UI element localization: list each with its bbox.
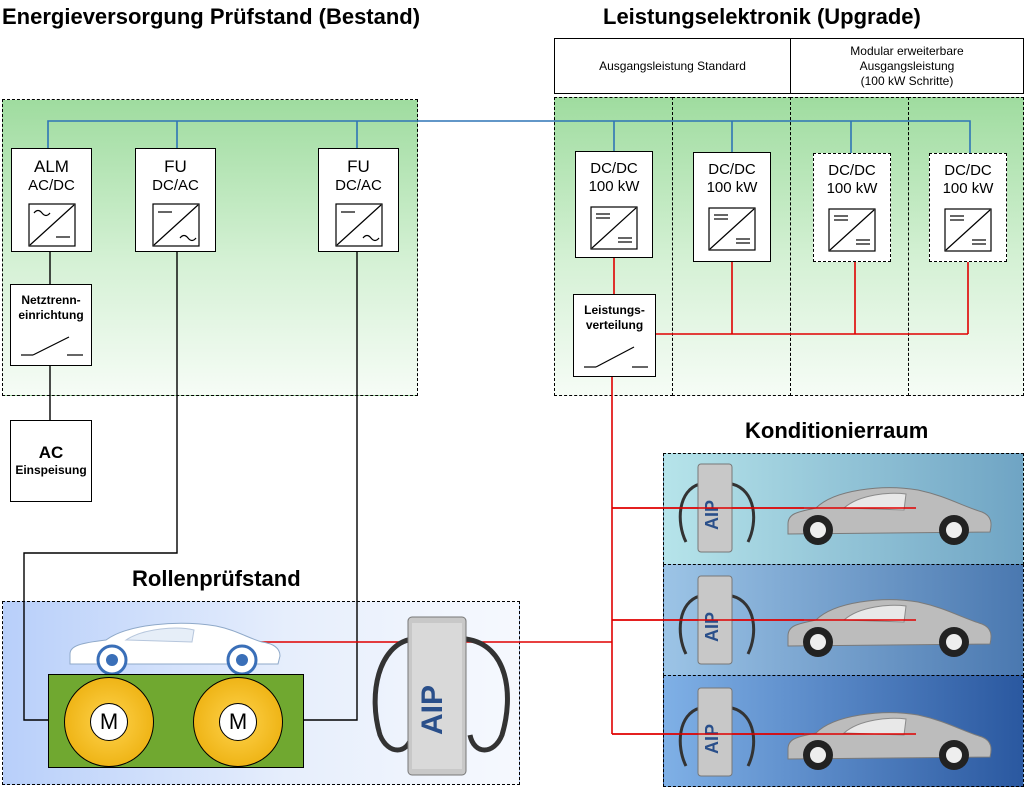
dcdc-2-type: DC/DC [708, 161, 756, 178]
svg-text:AIP: AIP [702, 612, 722, 642]
dcdc-2-power: 100 kW [706, 179, 758, 196]
disconnect-line-2: einrichtung [18, 308, 84, 322]
line-fu1-to-motor1 [23, 252, 178, 721]
grey-car-icon [787, 712, 992, 770]
svg-text:AIP: AIP [702, 500, 722, 530]
switch-icon [21, 336, 83, 356]
dcac-converter-icon [335, 203, 383, 247]
switch-icon [584, 346, 648, 368]
header-modular-line-3: (100 kW Schritte) [860, 73, 954, 88]
dcdc-3-type: DC/DC [828, 162, 876, 179]
line-fu2-to-motor2 [302, 252, 358, 721]
fu2-name: FU [347, 157, 370, 176]
title-conditioning-room: Konditionierraum [745, 418, 929, 443]
fu1-converter: FU DC/AC [135, 148, 216, 252]
black-power-lines [23, 252, 358, 721]
header-modular-line-1: Modular erweiterbare [850, 43, 964, 58]
large-charger-icon: AIP [372, 616, 510, 776]
fu1-type: DC/AC [152, 177, 199, 194]
dc-bus-lines [47, 120, 971, 153]
dcdc-1-power: 100 kW [588, 178, 640, 195]
dcdc-4-type: DC/DC [944, 162, 992, 179]
grey-car-icon [787, 487, 992, 545]
title-dyno: Rollenprüfstand [132, 566, 301, 591]
motor-1-label: M [90, 703, 128, 741]
dcdc-converter-icon [708, 207, 756, 251]
fu1-name: FU [164, 157, 187, 176]
header-modular-line-2: Ausgangsleistung [859, 58, 955, 73]
dcac-converter-icon [152, 203, 200, 247]
disconnect-line-1: Netztrenn- [21, 293, 81, 307]
svg-text:AIP: AIP [416, 685, 449, 735]
svg-text:AIP: AIP [702, 724, 722, 754]
power-bay-4 [908, 97, 1024, 396]
ac-feed-box: AC Einspeisung [10, 420, 92, 502]
dcdc-converter-icon [590, 206, 638, 250]
alm-converter: ALM AC/DC [11, 148, 92, 252]
dcdc-module-3: DC/DC 100 kW [813, 153, 891, 262]
alm-name: ALM [34, 157, 69, 176]
ac-feed-line-2: Einspeisung [15, 463, 87, 477]
grid-disconnect: Netztrenn- einrichtung [10, 284, 92, 366]
ac-feed-line-1: AC [38, 443, 64, 462]
title-power-electronics: Leistungselektronik (Upgrade) [603, 4, 921, 29]
distribution-line-1: Leistungs- [584, 303, 645, 317]
header-standard-output: Ausgangsleistung Standard [554, 38, 791, 94]
acdc-converter-icon [28, 203, 76, 247]
distribution-line-2: verteilung [585, 318, 644, 332]
dcdc-module-2: DC/DC 100 kW [693, 152, 771, 262]
charger-icon: AIP [678, 463, 756, 553]
power-distribution: Leistungs- verteilung [573, 294, 656, 377]
header-standard-label: Ausgangsleistung Standard [599, 58, 746, 73]
header-modular-output: Modular erweiterbare Ausgangsleistung (1… [790, 38, 1024, 94]
grey-car-icon [787, 599, 992, 657]
charger-icon: AIP [678, 687, 756, 777]
dcdc-module-4: DC/DC 100 kW [929, 153, 1007, 262]
roller-2: M [193, 677, 283, 767]
dcdc-converter-icon [828, 208, 876, 252]
charger-icon: AIP [678, 575, 756, 665]
white-car-icon [69, 622, 281, 674]
dcdc-3-power: 100 kW [826, 180, 878, 197]
dcdc-1-type: DC/DC [590, 160, 638, 177]
roller-1: M [64, 677, 154, 767]
dcdc-module-1: DC/DC 100 kW [575, 151, 653, 258]
dcdc-4-power: 100 kW [942, 180, 994, 197]
dcdc-converter-icon [944, 208, 992, 252]
dc-bus-main [47, 120, 971, 153]
fu2-converter: FU DC/AC [318, 148, 399, 252]
fu2-type: DC/AC [335, 177, 382, 194]
title-energy: Energieversorgung Prüfstand (Bestand) [2, 4, 421, 29]
alm-type: AC/DC [28, 177, 75, 194]
motor-2-label: M [219, 703, 257, 741]
